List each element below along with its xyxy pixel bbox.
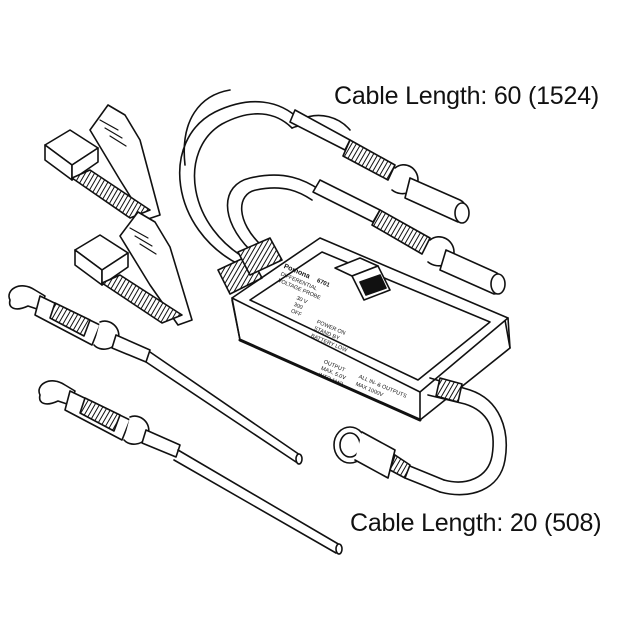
alligator-clip-upper (44, 104, 161, 221)
hook-probe-lower (38, 380, 343, 555)
range-switch (334, 257, 391, 301)
panel-switch-lo: 300 (293, 302, 304, 311)
cable-length-60-callout: Cable Length: 60 (1524) (334, 82, 600, 110)
probe-tip-lower (312, 179, 506, 295)
housing-connector-left (217, 237, 283, 295)
panel-off: OFF (290, 308, 303, 318)
panel-model: 6701 (316, 278, 331, 289)
cable-60-loop (178, 89, 351, 266)
alligator-clip-lower (74, 211, 193, 326)
probe-tip-upper (289, 109, 470, 224)
cable-length-20-callout: Cable Length: 20 (508) (350, 509, 602, 537)
panel-switch-hi: 30 V (295, 296, 308, 306)
bnc-connector (333, 426, 411, 479)
hook-probe-upper (8, 285, 303, 465)
